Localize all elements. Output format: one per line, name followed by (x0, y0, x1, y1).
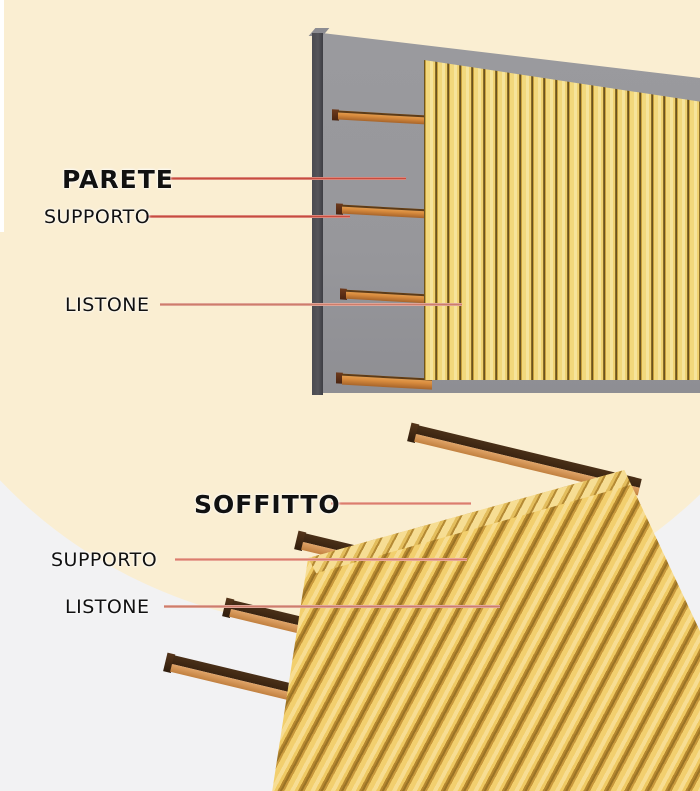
label-listone-wall: LISTONE (65, 294, 150, 316)
leader-line-soffitto (331, 502, 471, 505)
label-supporto-wall: SUPPORTO (44, 206, 151, 228)
leader-line-supporto-wall (146, 215, 350, 218)
label-supporto-ceiling: SUPPORTO (51, 549, 158, 571)
leader-line-supporto-ceiling (175, 558, 467, 561)
background-white-strip (0, 0, 4, 232)
wall-assembly (308, 28, 700, 395)
leader-line-listone-wall (160, 303, 462, 306)
leader-line-parete (170, 177, 406, 180)
label-parete: PARETE (62, 165, 174, 194)
label-listone-ceiling: LISTONE (65, 596, 150, 618)
wall-panel-side-edge (312, 33, 323, 395)
label-soffitto: SOFFITTO (194, 490, 341, 519)
leader-line-listone-ceiling (164, 605, 500, 608)
ceiling-assembly (0, 400, 700, 791)
wall-slat-panel (424, 60, 700, 380)
